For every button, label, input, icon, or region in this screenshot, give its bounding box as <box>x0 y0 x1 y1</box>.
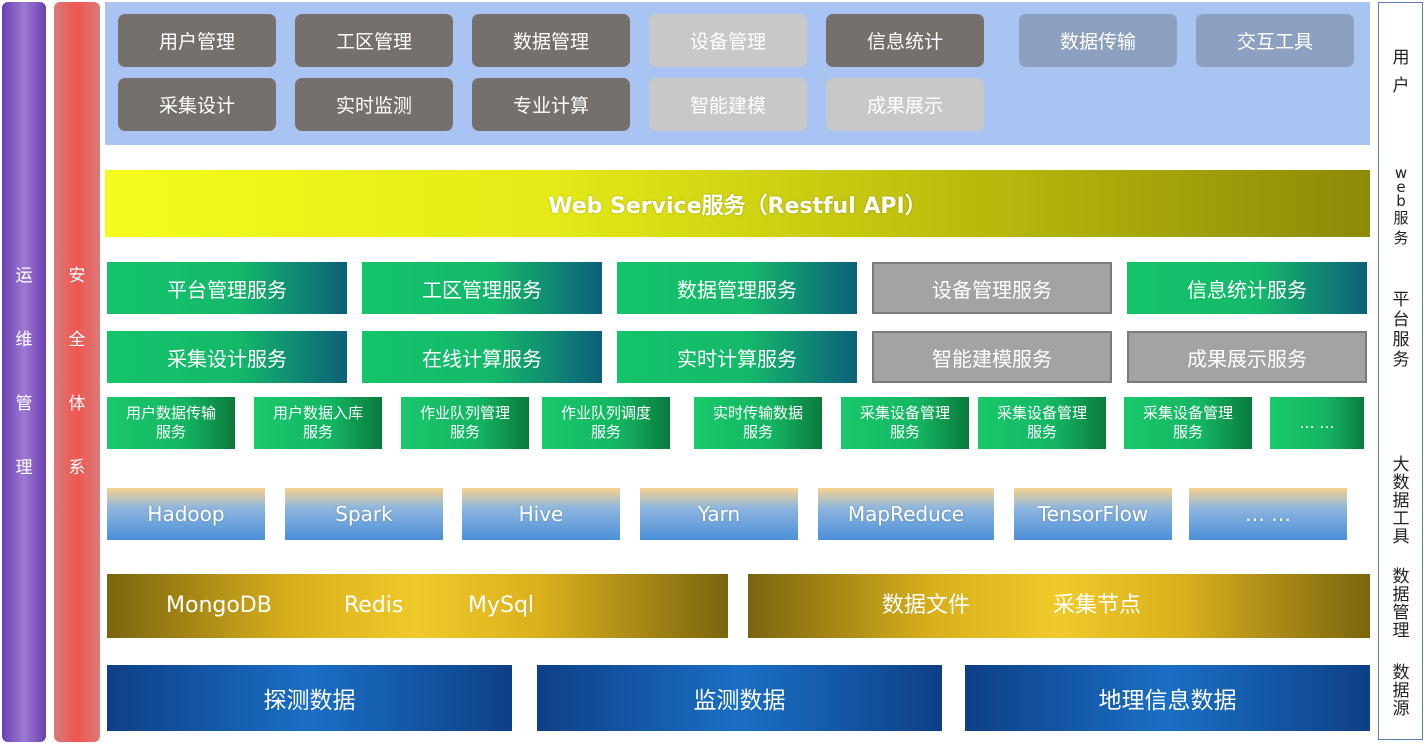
tool-hadoop: Hadoop <box>107 488 265 540</box>
layer-label-datamgmt: 数 据 管 理 <box>1392 567 1410 641</box>
database-layer: MongoDB Redis MySql <box>107 574 728 638</box>
svc-realtime-computing: 实时计算服务 <box>617 331 857 383</box>
svc-results-display: 成果展示服务 <box>1127 331 1367 383</box>
svc-user-data-ingest: 用户数据入库服务 <box>254 397 382 449</box>
security-system-bar: 安 全 体 系 <box>54 2 100 742</box>
svc-platform-management: 平台管理服务 <box>107 262 347 314</box>
security-char: 全 <box>68 330 86 350</box>
file-layer: 数据文件 采集节点 <box>748 574 1370 638</box>
svc-job-queue-scheduling: 作业队列调度服务 <box>542 397 670 449</box>
tool-mapreduce: MapReduce <box>818 488 994 540</box>
data-files: 数据文件 <box>882 593 971 618</box>
ops-char: 管 <box>15 394 33 414</box>
svc-intelligent-modeling: 智能建模服务 <box>872 331 1112 383</box>
ops-char: 理 <box>15 458 33 478</box>
tool-tensorflow: TensorFlow <box>1014 488 1172 540</box>
layer-label-platform: 平 台 服 务 <box>1392 290 1410 370</box>
source-geographic-data: 地理信息数据 <box>965 665 1370 731</box>
svc-online-computing: 在线计算服务 <box>362 331 602 383</box>
module-results-display[interactable]: 成果展示 <box>826 78 984 131</box>
acquisition-nodes: 采集节点 <box>1053 593 1142 618</box>
security-char: 安 <box>68 266 86 286</box>
svc-acquisition-device-mgmt-2: 采集设备管理服务 <box>978 397 1106 449</box>
ops-char: 运 <box>15 266 33 286</box>
svc-workarea-management: 工区管理服务 <box>362 262 602 314</box>
svc-acquisition-device-mgmt-1: 采集设备管理服务 <box>841 397 969 449</box>
db-redis: Redis <box>344 593 404 618</box>
svc-more: … … <box>1270 397 1364 449</box>
svc-data-management: 数据管理服务 <box>617 262 857 314</box>
module-intelligent-modeling[interactable]: 智能建模 <box>649 78 807 131</box>
layer-label-datasource: 数 据 源 <box>1392 663 1410 719</box>
tool-spark: Spark <box>285 488 443 540</box>
module-realtime-monitoring[interactable]: 实时监测 <box>295 78 453 131</box>
svc-job-queue-management: 作业队列管理服务 <box>401 397 529 449</box>
module-info-statistics[interactable]: 信息统计 <box>826 14 984 67</box>
tool-more: … … <box>1189 488 1347 540</box>
db-mysql: MySql <box>468 593 535 618</box>
module-data-transfer[interactable]: 数据传输 <box>1019 14 1177 67</box>
svc-acquisition-design: 采集设计服务 <box>107 331 347 383</box>
module-device-management[interactable]: 设备管理 <box>649 14 807 67</box>
tool-hive: Hive <box>462 488 620 540</box>
module-data-management[interactable]: 数据管理 <box>472 14 630 67</box>
ops-char: 维 <box>15 330 33 350</box>
ops-management-bar: 运 维 管 理 <box>2 2 46 742</box>
db-mongodb: MongoDB <box>166 593 272 618</box>
layer-label-bigdata: 大 数 据 工 具 <box>1392 455 1410 547</box>
module-workarea-management[interactable]: 工区管理 <box>295 14 453 67</box>
svc-info-statistics: 信息统计服务 <box>1127 262 1367 314</box>
layer-label-user: 用 户 <box>1392 48 1410 96</box>
svc-user-data-transfer: 用户数据传输服务 <box>107 397 235 449</box>
module-professional-computing[interactable]: 专业计算 <box>472 78 630 131</box>
svc-acquisition-device-mgmt-3: 采集设备管理服务 <box>1124 397 1252 449</box>
module-interactive-tools[interactable]: 交互工具 <box>1196 14 1354 67</box>
layer-label-web: w e b 服 务 <box>1393 164 1409 248</box>
security-char: 系 <box>68 458 86 478</box>
web-service-bar: Web Service服务（Restful API） <box>105 170 1370 237</box>
source-monitoring-data: 监测数据 <box>537 665 942 731</box>
svc-device-management: 设备管理服务 <box>872 262 1112 314</box>
tool-yarn: Yarn <box>640 488 798 540</box>
svc-realtime-data-transfer: 实时传输数据服务 <box>694 397 822 449</box>
layer-label-column <box>1378 2 1423 740</box>
source-detection-data: 探测数据 <box>107 665 512 731</box>
security-char: 体 <box>68 394 86 414</box>
module-user-management[interactable]: 用户管理 <box>118 14 276 67</box>
module-acquisition-design[interactable]: 采集设计 <box>118 78 276 131</box>
